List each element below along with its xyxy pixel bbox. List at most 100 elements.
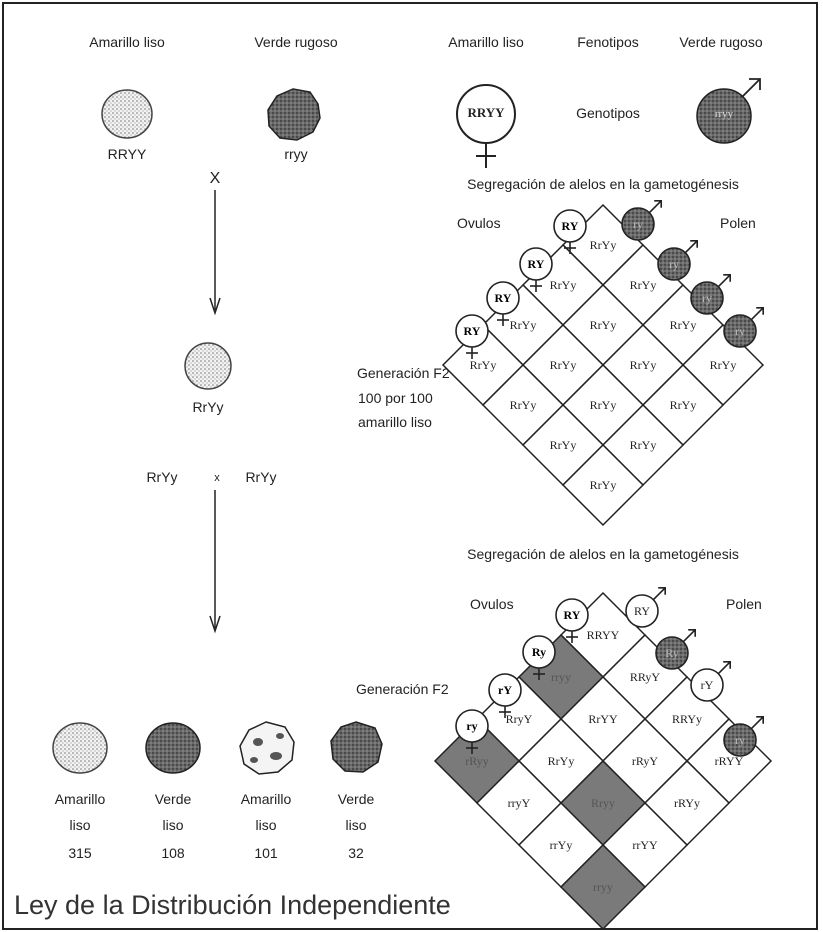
male-symbol-head [756,715,765,724]
pollen-gamete [655,636,689,670]
male-symbol-arrow [741,78,761,98]
male-symbol-head [690,240,699,248]
grid-cell-label: RRYY [587,628,620,642]
wrinkle-spot [253,738,263,746]
grid-cell-label: RrYy [670,398,697,412]
arrowhead-2 [209,615,221,634]
grid-cell-label: rryy [551,670,571,684]
grid-cell-label: RRyY [630,670,661,684]
female-phenotype-label: Amarillo liso [448,34,524,50]
result-count: 108 [161,845,185,861]
punnett-grid-f1: RrYyRrYyRrYyRrYyRrYyRrYyRrYyRrYyRrYyRrYy… [441,203,765,527]
grid-cell-label: rryy [593,880,613,894]
self-cross-left: RrYy [146,469,178,485]
pollen-gamete-label: ry [735,324,745,338]
green-wrinkled-pea-parent [267,88,321,141]
result-label2: liso [345,817,367,833]
parent2-phenotype-label: Verde rugoso [254,34,338,50]
female-parent-genotype: RRYY [467,105,505,120]
ovule-gamete-label: ry [466,719,477,733]
ovule-gamete-label: rY [498,683,512,697]
wrinkle-spot [250,757,258,763]
grid-cell-label: RrYy [630,278,657,292]
male-symbol-head [723,273,732,282]
grid-cell-label: rrYy [550,838,573,852]
male-symbol-arrow [750,307,764,321]
grid-cell-label: RrYy [550,438,577,452]
male-symbol-arrow [648,200,662,214]
pollen-gamete-label: RY [634,604,650,618]
result-pea-green-wrinkled [330,721,383,773]
arrowhead-1 [209,297,221,316]
segregation-label-1: Segregación de alelos en la gametogénesi… [467,176,739,192]
ovule-gamete-label: Ry [532,645,546,659]
generation-label-2: Generación F2 [356,681,449,697]
grid-cell-label: RrYy [510,318,537,332]
generation-label-1: Generación F2 [357,365,450,381]
ovule-gamete-label: RY [528,257,545,271]
grid-cell-label: RrYy [550,358,577,372]
pollen-gamete-label: ry [633,217,643,231]
grid-cell-label: RrYy [670,318,697,332]
self-cross-right: RrYy [245,469,277,485]
result-count: 101 [254,845,278,861]
diagram-title: Ley de la Distribución Independiente [14,890,451,920]
result-label1: Amarillo [240,791,292,807]
grid-cell-label: Rryy [591,796,615,810]
wrinkle-spot [270,752,282,760]
grid-cell-label: RrYy [510,398,537,412]
result-count: 32 [348,845,364,861]
male-symbol-head [658,586,667,595]
grid-cell-label: RrYy [590,238,617,252]
genotypes-label: Genotipos [576,105,640,121]
ovules-label-1: Ovulos [457,215,501,231]
pollen-gamete [690,281,724,315]
yellow-smooth-pea-parent [101,89,153,139]
male-phenotype-label: Verde rugoso [679,34,763,50]
self-cross-symbol: x [214,472,220,484]
result-pea-green-smooth [145,722,201,774]
male-parent-genotype: rryy [714,108,734,120]
grid-cell-label: rRyY [632,754,659,768]
grid-cell-label: rRYY [715,754,744,768]
grid-cell-label: RrYy [470,358,497,372]
pollen-gamete [621,207,655,241]
male-symbol-arrow [652,587,666,601]
parent2-genotype: rryy [284,146,308,162]
result-line-1: 100 por 100 [358,390,433,406]
ovule-gamete-label: RY [564,608,581,622]
male-symbol-arrow [750,716,764,730]
male-symbol-arrow [717,661,731,675]
grid-cell-label: rryY [508,796,531,810]
male-symbol-head [654,200,663,208]
result-label1: Amarillo [54,791,106,807]
result-line-2: amarillo liso [358,414,432,430]
pollen-gamete-label: Ry [665,646,679,660]
parent1-genotype: RRYY [107,146,147,162]
grid-cell-label: RRYy [672,712,702,726]
male-symbol-head [688,628,697,637]
pollen-gamete-label: rY [701,678,714,692]
pollen-gamete [690,668,724,702]
f1-genotype: RrYy [192,399,224,415]
parent1-phenotype-label: Amarillo liso [89,34,165,50]
male-symbol-arrow [684,240,698,254]
result-label2: liso [255,817,277,833]
wrinkle-spot [276,733,284,739]
ovule-gamete-label: RY [562,219,579,233]
grid-cell [559,843,647,931]
male-symbol-head [756,306,765,315]
grid-cell-label: rRyy [465,754,489,768]
pollen-gamete-label: ry [702,291,712,305]
grid-cell-label: rrYY [632,838,658,852]
segregation-label-2: Segregación de alelos en la gametogénesi… [467,546,739,562]
result-label2: liso [162,817,184,833]
pollen-label-2: Polen [726,596,762,612]
ovule-gamete-label: RY [495,291,512,305]
grid-cell-label: RrYy [548,754,575,768]
grid-cell-label: RrYy [550,278,577,292]
result-label1: Verde [337,791,375,807]
